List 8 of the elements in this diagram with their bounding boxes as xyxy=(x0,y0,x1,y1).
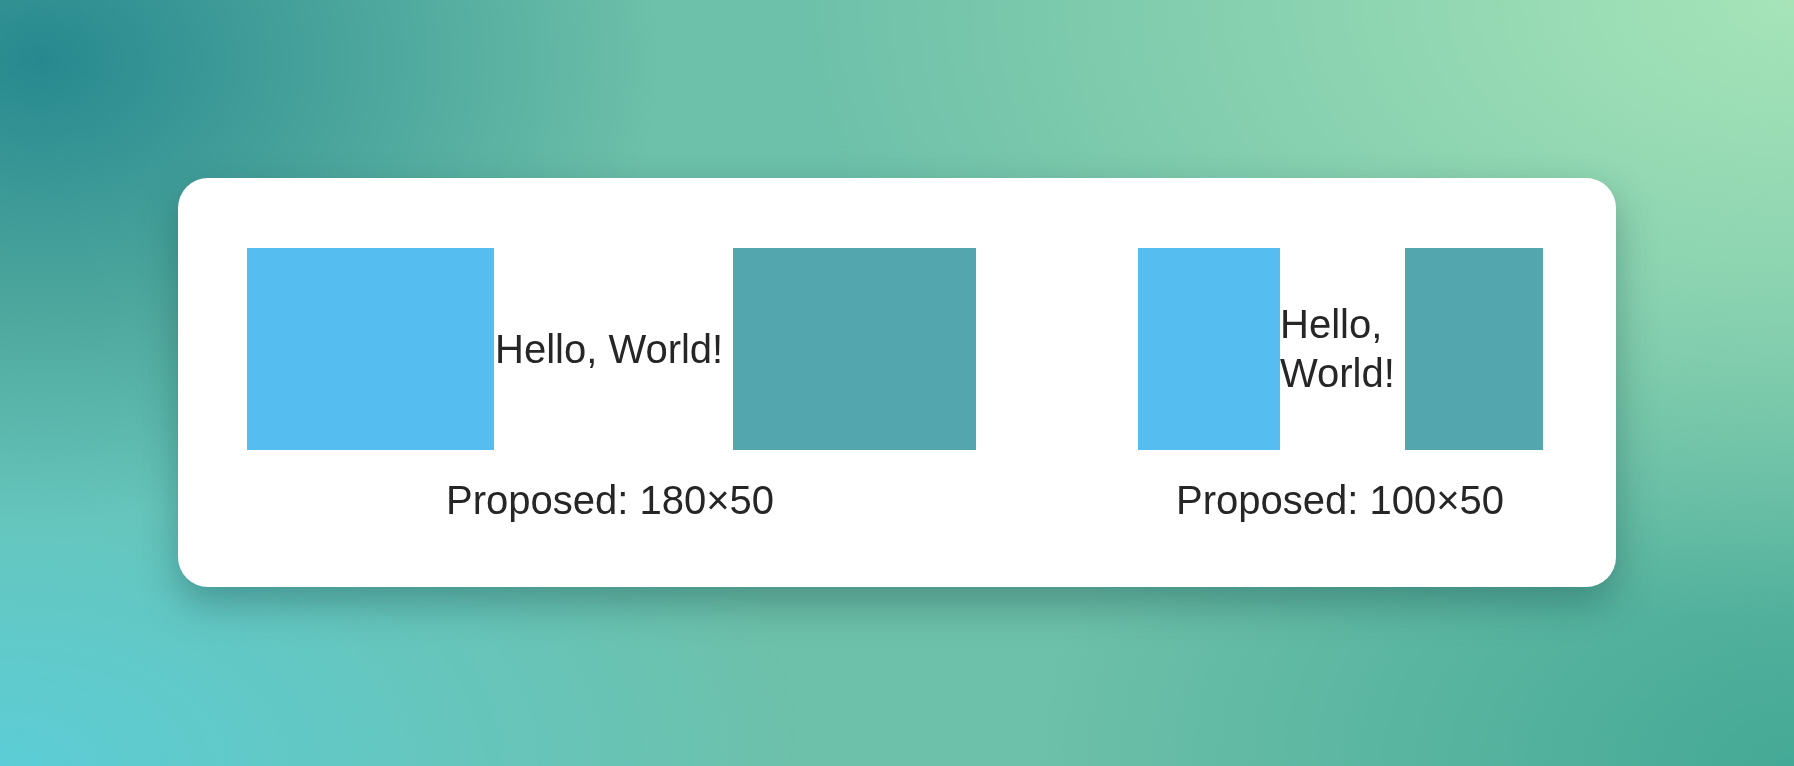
filled-rectangle xyxy=(733,248,976,450)
filled-rectangle xyxy=(1405,248,1543,450)
size-caption: Proposed: 180×50 xyxy=(446,477,775,524)
sample-text: Hello, World! xyxy=(1280,301,1396,397)
filled-rectangle xyxy=(247,248,494,450)
size-caption: Proposed: 100×50 xyxy=(1176,477,1505,524)
sample-text: Hello, World! xyxy=(495,325,724,373)
filled-rectangle xyxy=(1138,248,1280,450)
